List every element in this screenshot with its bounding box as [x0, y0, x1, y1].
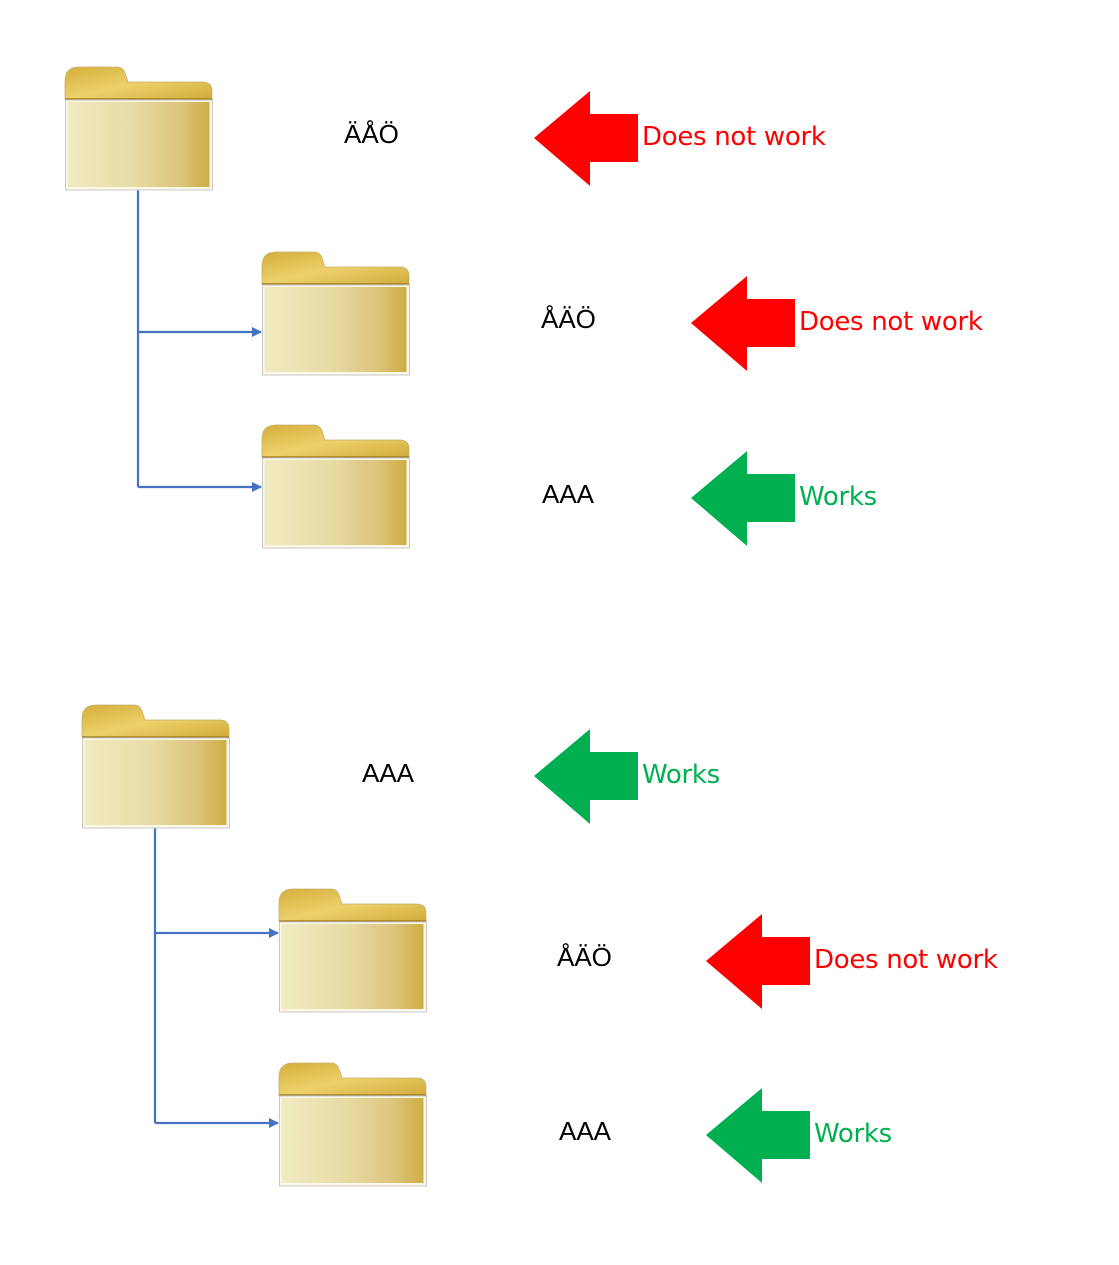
folder-tab [261, 424, 410, 458]
folder-name-label: AAA [362, 758, 415, 788]
folder-name-label: AAA [542, 479, 595, 509]
status-arrow-fail-icon [534, 91, 638, 186]
folder-name-label: ÅÄÖ [557, 942, 612, 972]
status-label: Works [799, 482, 877, 512]
folder-tab [64, 66, 213, 100]
folder-name-label: ÅÄÖ [541, 304, 596, 334]
folder-tab [278, 888, 427, 922]
status-arrow-fail-icon [706, 914, 810, 1009]
status-label: Does not work [799, 307, 983, 337]
folder-tab [81, 704, 230, 738]
subfolder-icon [278, 888, 427, 1013]
folder-name-label: ÄÅÖ [344, 119, 399, 149]
root-folder-icon [81, 704, 230, 829]
folder-tab [261, 251, 410, 285]
status-label: Works [814, 1119, 892, 1149]
status-arrow-fail-icon [691, 276, 795, 371]
status-label: Does not work [642, 122, 826, 152]
folder-name-label: AAA [559, 1116, 612, 1146]
root-folder-icon [64, 66, 213, 191]
subfolder-icon [278, 1062, 427, 1187]
subfolder-icon [261, 424, 410, 549]
status-arrow-works-icon [691, 451, 795, 546]
status-arrow-works-icon [706, 1088, 810, 1183]
status-arrow-works-icon [534, 729, 638, 824]
folder-tab [278, 1062, 427, 1096]
status-label: Does not work [814, 945, 998, 975]
subfolder-icon [261, 251, 410, 376]
status-label: Works [642, 760, 720, 790]
